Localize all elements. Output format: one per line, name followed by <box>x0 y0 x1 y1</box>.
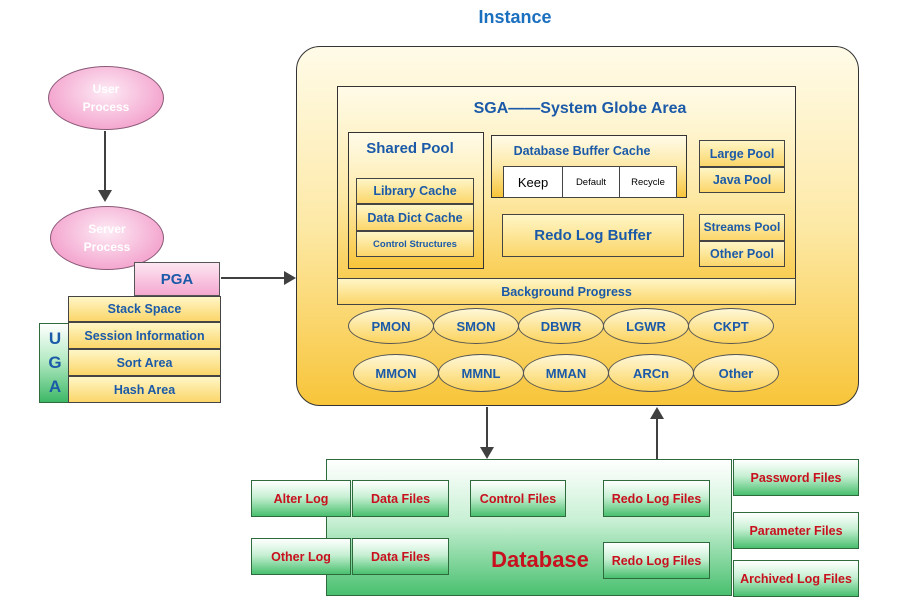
database-buffer-cache-title: Database Buffer Cache <box>513 144 651 158</box>
data-files-box: Data Files <box>352 480 449 517</box>
redo-log-files-box: Redo Log Files <box>603 480 710 517</box>
process-oval-mmnl: MMNL <box>438 354 524 392</box>
session-information-box: Session Information <box>68 322 221 349</box>
arrow-database-to-instance <box>656 418 658 460</box>
redo-log-buffer-box: Redo Log Buffer <box>502 214 684 257</box>
arrow-head-right-icon <box>284 271 296 285</box>
arrow-head-down-icon <box>480 447 494 459</box>
alter-log-box: Alter Log <box>251 480 351 517</box>
hash-area-box: Hash Area <box>68 376 221 403</box>
parameter-files-box: Parameter Files <box>733 512 859 549</box>
data-dict-cache-box: Data Dict Cache <box>356 204 474 231</box>
shared-pool-title: Shared Pool <box>366 139 454 157</box>
process-oval-pmon: PMON <box>348 308 434 344</box>
redo-log-files-box: Redo Log Files <box>603 542 710 579</box>
arrow-head-down-icon <box>98 190 112 202</box>
server-process-node: Server Process <box>50 206 164 270</box>
process-oval-ckpt: CKPT <box>688 308 774 344</box>
other-pool-box: Other Pool <box>699 241 785 267</box>
sort-area-box: Sort Area <box>68 349 221 376</box>
process-oval-mman: MMAN <box>523 354 609 392</box>
default-cache-box: Default <box>562 166 620 198</box>
uga-letter: G <box>48 353 62 372</box>
arrow-head-up-icon <box>650 407 664 419</box>
process-oval-other: Other <box>693 354 779 392</box>
uga-column: U G A <box>39 323 71 403</box>
arrow-instance-to-database <box>486 407 488 450</box>
database-title: Database <box>491 547 589 572</box>
data-files-box: Data Files <box>352 538 449 575</box>
library-cache-box: Library Cache <box>356 178 474 204</box>
process-oval-mmon: MMON <box>353 354 439 392</box>
control-files-box: Control Files <box>470 480 566 517</box>
arrow-pga-to-instance <box>221 277 287 279</box>
password-files-box: Password Files <box>733 459 859 496</box>
process-oval-arcn: ARCn <box>608 354 694 392</box>
arrow-user-to-server <box>104 131 106 193</box>
process-oval-lgwr: LGWR <box>603 308 689 344</box>
pga-box: PGA <box>134 262 220 296</box>
user-process-node: User Process <box>48 66 164 130</box>
uga-letter: A <box>48 377 62 396</box>
background-progress-bar: Background Progress <box>337 278 796 305</box>
process-oval-dbwr: DBWR <box>518 308 604 344</box>
control-structures-box: Control Structures <box>356 231 474 257</box>
keep-cache-box: Keep <box>503 166 563 198</box>
recycle-cache-box: Recycle <box>619 166 677 198</box>
instance-title: Instance <box>478 6 552 27</box>
java-pool-box: Java Pool <box>699 167 785 193</box>
streams-pool-box: Streams Pool <box>699 214 785 241</box>
other-log-box: Other Log <box>251 538 351 575</box>
large-pool-box: Large Pool <box>699 140 785 167</box>
process-oval-smon: SMON <box>433 308 519 344</box>
stack-space-box: Stack Space <box>68 296 221 322</box>
uga-letter: U <box>48 329 62 348</box>
archived-log-files-box: Archived Log Files <box>733 560 859 597</box>
sga-title: SGA——System Globe Area <box>473 100 687 117</box>
